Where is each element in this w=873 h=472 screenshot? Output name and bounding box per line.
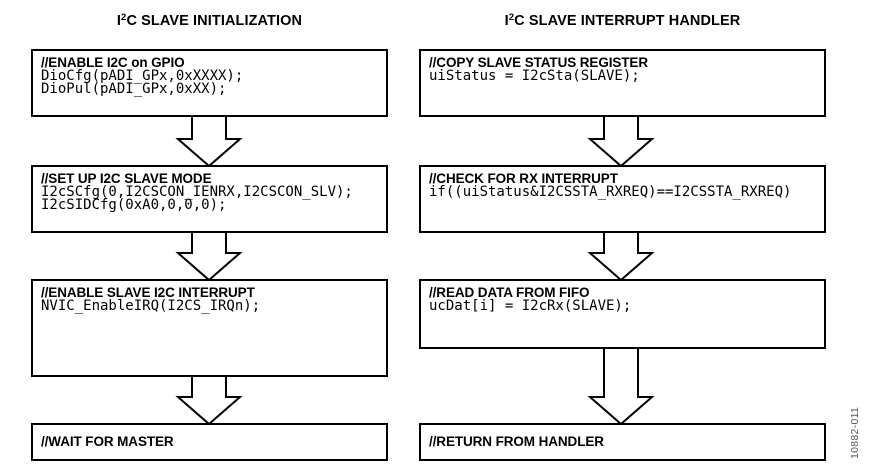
flow-box-set-up-i2c-slave-mode: //SET UP I2C SLAVE MODE I2cSCfg(0,I2CSCO… xyxy=(31,165,388,233)
code-line: I2cSIDCfg(0xA0,0,0,0); xyxy=(41,197,227,213)
code-line: NVIC_EnableIRQ(I2CS_IRQn); xyxy=(41,298,261,314)
box-header: //WAIT FOR MASTER xyxy=(41,434,174,449)
title-text: C SLAVE INITIALIZATION xyxy=(126,13,303,29)
flow-box-read-data-from-fifo: //READ DATA FROM FIFO ucDat[i] = I2cRx(S… xyxy=(419,279,826,349)
down-block-arrow xyxy=(175,231,243,282)
down-block-arrow xyxy=(587,347,655,426)
down-block-arrow xyxy=(587,231,655,282)
down-block-arrow xyxy=(175,115,243,168)
flow-box-copy-slave-status-register: //COPY SLAVE STATUS REGISTER uiStatus = … xyxy=(419,49,826,117)
box-header: //ENABLE I2C on GPIO xyxy=(41,55,185,70)
code-line: DioCfg(pADI_GPx,0xXXXX); xyxy=(41,68,244,84)
title-text: C SLAVE INTERRUPT HANDLER xyxy=(514,13,741,29)
title-text: I xyxy=(504,13,509,29)
box-header: //CHECK FOR RX INTERRUPT xyxy=(429,171,618,186)
box-header: //RETURN FROM HANDLER xyxy=(429,434,604,449)
figure-number-label: 10882-011 xyxy=(849,406,861,459)
title-superscript: 2 xyxy=(121,12,127,23)
box-header: //COPY SLAVE STATUS REGISTER xyxy=(429,55,648,70)
down-block-arrow xyxy=(587,115,655,168)
code-line: I2cSCfg(0,I2CSCON_IENRX,I2CSCON_SLV); xyxy=(41,184,353,200)
column-title-interrupt-handler: I2C SLAVE INTERRUPT HANDLER xyxy=(419,12,826,29)
flow-box-enable-slave-i2c-interrupt: //ENABLE SLAVE I2C INTERRUPT NVIC_Enable… xyxy=(31,279,388,377)
box-header: //SET UP I2C SLAVE MODE xyxy=(41,171,212,186)
box-header: //READ DATA FROM FIFO xyxy=(429,285,590,300)
flow-box-enable-i2c-on-gpio: //ENABLE I2C on GPIO DioCfg(pADI_GPx,0xX… xyxy=(31,49,388,117)
down-block-arrow xyxy=(175,375,243,426)
flow-box-return-from-handler: //RETURN FROM HANDLER xyxy=(419,423,826,461)
code-line: ucDat[i] = I2cRx(SLAVE); xyxy=(429,298,632,314)
column-title-initialization: I2C SLAVE INITIALIZATION xyxy=(31,12,388,29)
box-header: //ENABLE SLAVE I2C INTERRUPT xyxy=(41,285,255,300)
code-line: uiStatus = I2cSta(SLAVE); xyxy=(429,68,640,84)
flow-box-wait-for-master: //WAIT FOR MASTER xyxy=(31,423,388,461)
title-text: I xyxy=(116,13,122,29)
code-line: DioPul(pADI_GPx,0xXX); xyxy=(41,81,227,97)
title-superscript: 2 xyxy=(508,12,515,23)
flow-box-check-for-rx-interrupt: //CHECK FOR RX INTERRUPT if((uiStatus&I2… xyxy=(419,165,826,233)
code-line: if((uiStatus&I2CSSTA_RXREQ)==I2CSSTA_RXR… xyxy=(429,184,792,200)
